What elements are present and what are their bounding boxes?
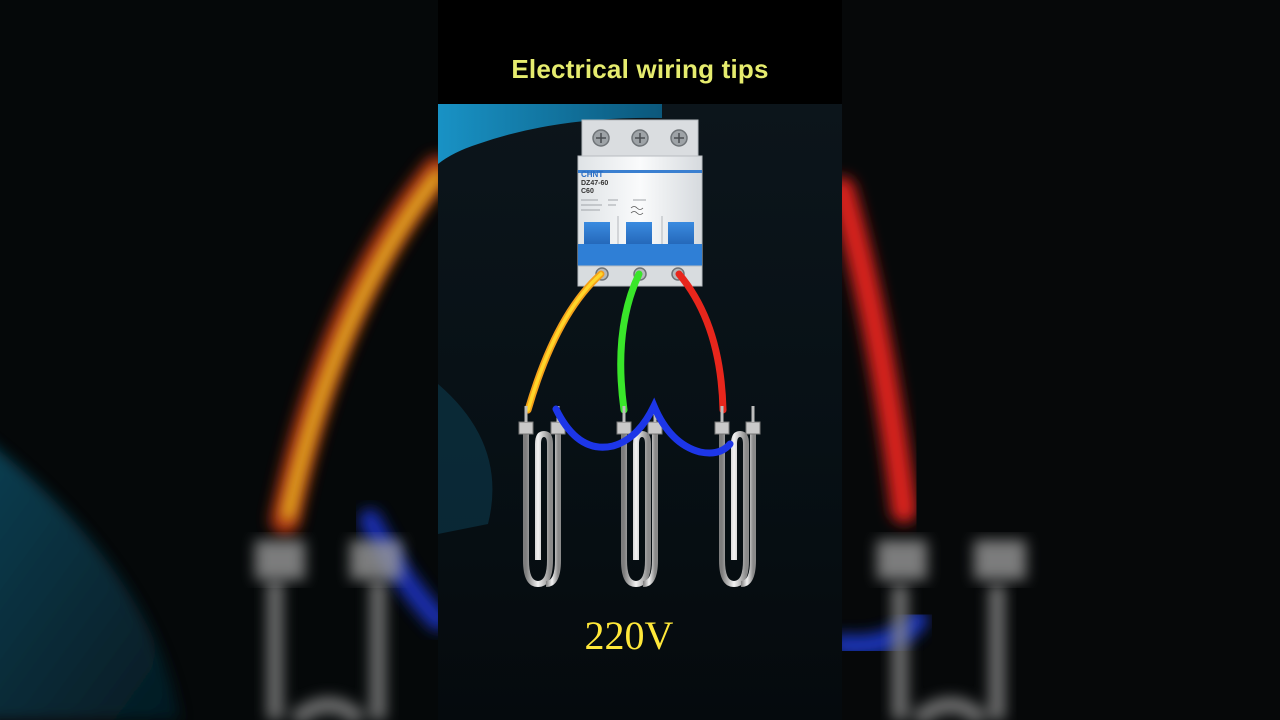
blurred-background-right: [842, 0, 1280, 720]
wiring-diagram: CHNT DZ47-60 C60: [438, 104, 842, 720]
blurred-background-left-art: [0, 0, 438, 720]
wiring-diagram-art: CHNT DZ47-60 C60: [438, 104, 761, 588]
voltage-label: 220V: [584, 613, 674, 658]
blurred-background-right-art: [842, 0, 1280, 720]
teal-swoosh: [438, 104, 662, 164]
breaker-brand: CHNT: [581, 170, 603, 179]
green-wire: [617, 270, 643, 414]
heating-elements: [523, 430, 756, 588]
breaker-model: DZ47-60: [581, 180, 608, 187]
yellow-wire: [524, 270, 605, 414]
breaker-symbol: [630, 206, 644, 215]
yellow-wire-highlight: [526, 272, 603, 412]
video-title: Electrical wiring tips: [511, 54, 769, 84]
circuit-breaker: CHNT DZ47-60 C60: [577, 119, 703, 287]
heating-element-2: [621, 430, 658, 588]
breaker-top-terminals: [592, 129, 688, 147]
blurred-background-left: [0, 0, 438, 720]
blue-wire: [552, 397, 734, 457]
breaker-fine-print: [581, 199, 646, 211]
teal-swoosh-left-edge: [438, 384, 493, 534]
red-wire: [675, 270, 727, 414]
heating-element-3: [719, 430, 756, 588]
heating-element-1: [523, 430, 561, 588]
breaker-toggles: [578, 222, 702, 266]
breaker-rating: C60: [581, 188, 594, 195]
video-frame[interactable]: Electrical wiring tips: [438, 0, 842, 720]
